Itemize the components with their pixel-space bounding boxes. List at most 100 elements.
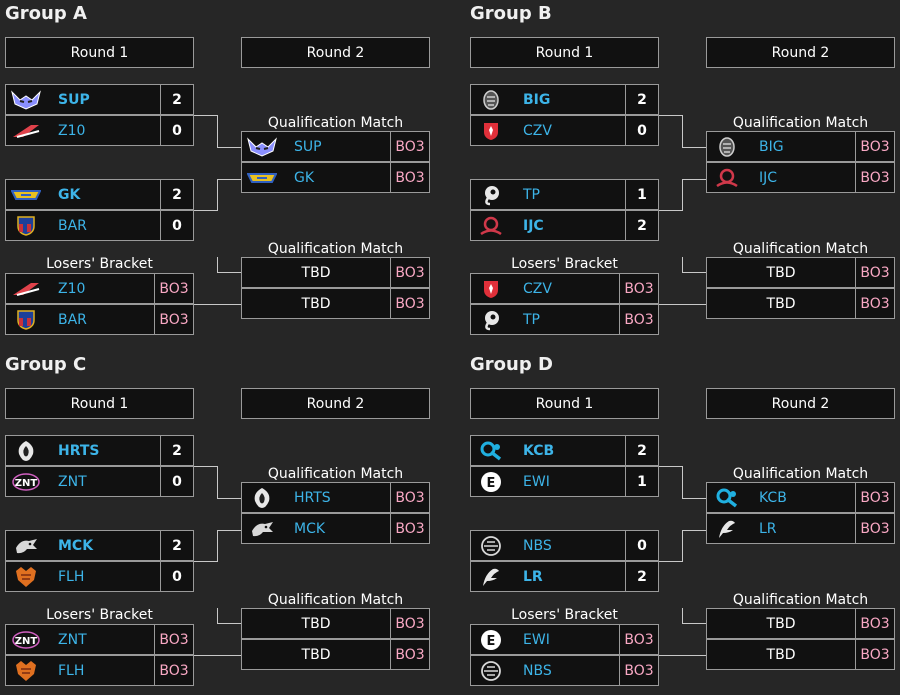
team-name: GK xyxy=(58,186,81,203)
round-1-header: Round 1 xyxy=(5,388,194,419)
mck-logo-icon xyxy=(242,514,282,543)
team-name: IJC xyxy=(759,169,778,186)
flh-logo-icon xyxy=(6,656,46,685)
lr-logo-icon xyxy=(707,514,747,543)
score-value: 0 xyxy=(160,467,193,496)
kcb-logo-icon xyxy=(707,483,747,512)
match-format: BO3 xyxy=(619,656,658,685)
kcb-logo-icon xyxy=(471,436,511,465)
team-name: TBD xyxy=(301,264,331,281)
score-value: 1 xyxy=(625,467,658,496)
round-2-header: Round 2 xyxy=(706,37,895,68)
qualification-match-label: Qualification Match xyxy=(267,115,404,131)
score-value: 1 xyxy=(625,180,658,209)
score-value: 2 xyxy=(625,436,658,465)
team-name: ZNT xyxy=(58,473,87,490)
group-title: Group B xyxy=(470,3,552,24)
gk-logo-icon xyxy=(242,163,282,192)
team-name: TBD xyxy=(766,295,796,312)
match-format: BO3 xyxy=(619,305,658,334)
team-name: Z10 xyxy=(58,122,86,139)
sup-logo-icon xyxy=(6,85,46,114)
score-value: 0 xyxy=(160,562,193,591)
match-format: BO3 xyxy=(855,289,894,318)
score-value: 2 xyxy=(160,531,193,560)
group-title: Group D xyxy=(470,354,553,375)
bracket-connector xyxy=(217,466,218,498)
team-name: CZV xyxy=(523,122,552,139)
qualification-match-label: Qualification Match xyxy=(732,592,869,608)
score-value: 2 xyxy=(625,85,658,114)
bracket-connector xyxy=(682,530,683,562)
team-name: LR xyxy=(759,520,777,537)
tbd-slot-row[interactable]: TBD BO3 xyxy=(706,288,895,319)
team-name: NBS xyxy=(523,537,552,554)
team-name: SUP xyxy=(294,138,322,155)
lr-logo-icon xyxy=(471,562,511,591)
team-name: TBD xyxy=(301,615,331,632)
bracket-connector xyxy=(682,608,683,624)
team-name: KCB xyxy=(759,489,787,506)
bracket-connector xyxy=(217,179,218,211)
team-row[interactable]: TP BO3 xyxy=(470,304,659,335)
round-2-header: Round 2 xyxy=(241,37,430,68)
team-row[interactable]: TP 1 xyxy=(470,179,659,210)
svg-text:E: E xyxy=(487,634,496,649)
svg-text:E: E xyxy=(487,476,496,491)
team-name: IJC xyxy=(523,217,544,234)
team-row[interactable]: ZNT ZNT 0 xyxy=(5,466,194,497)
bracket-connector xyxy=(217,115,218,147)
round-2-header: Round 2 xyxy=(706,388,895,419)
team-name: TP xyxy=(523,311,540,328)
match-format: BO3 xyxy=(154,274,193,303)
ewi-logo-icon: E xyxy=(471,625,511,654)
qualification-match-label: Qualification Match xyxy=(732,115,869,131)
match-format: BO3 xyxy=(855,640,894,669)
team-name: FLH xyxy=(58,662,85,679)
svg-text:ZNT: ZNT xyxy=(15,478,38,489)
team-name: TP xyxy=(523,186,540,203)
bracket-connector xyxy=(217,179,241,180)
qualification-match-label: Qualification Match xyxy=(732,241,869,257)
bracket-connector xyxy=(217,530,241,531)
bracket-connector xyxy=(682,115,683,147)
match-format: BO3 xyxy=(855,609,894,638)
bracket-connector xyxy=(659,561,683,562)
